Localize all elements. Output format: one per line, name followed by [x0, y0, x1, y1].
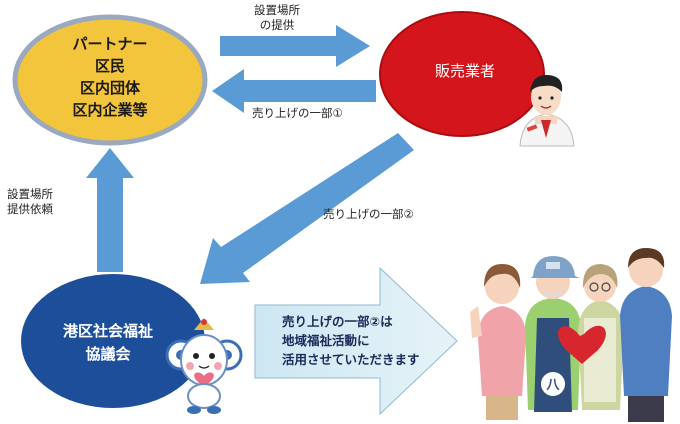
flow-label-profit-part1: 売り上げの一部①: [252, 106, 343, 120]
seller-node: [379, 11, 545, 137]
flow-label-line: 設置場所: [7, 187, 53, 201]
seller-label: 販売業者: [434, 62, 495, 80]
partner-node: [12, 14, 208, 146]
council-mascot-illustration: [165, 318, 243, 414]
big-arrow-line: 活用させていただきます: [282, 352, 420, 367]
arrow-profit-part2: [200, 133, 414, 284]
flow-label-profit-part2: 売り上げの一部②: [323, 207, 414, 221]
council-line: 港区社会福祉: [62, 322, 153, 340]
arrow-location-request: [86, 148, 134, 272]
flow-label-location-request: 設置場所 提供依頼: [7, 187, 53, 217]
flow-label-location-provision: 設置場所 の提供: [254, 3, 300, 33]
big-arrow-line: 地域福祉活動に: [282, 333, 370, 348]
flow-label-line: の提供: [259, 18, 295, 32]
svg-text:八: 八: [545, 378, 560, 393]
council-node: [21, 274, 205, 408]
community-people-illustration: 八: [470, 248, 672, 422]
partner-line: 区内団体: [79, 79, 140, 97]
big-arrow: [254, 266, 458, 416]
person-woman: [470, 264, 526, 420]
flow-label-line: 設置場所: [254, 3, 300, 17]
big-arrow-text: 売り上げの一部②は 地域福祉活動に 活用させていただきます: [282, 312, 432, 369]
arrow-profit-part1: [212, 69, 376, 113]
council-line: 協議会: [85, 345, 131, 363]
partner-line: 区民: [94, 57, 125, 75]
arrow-location-provision: [220, 25, 370, 67]
salesperson-illustration: [519, 74, 575, 147]
heart-icon: [558, 325, 606, 364]
flow-label-line: 提供依頼: [7, 202, 53, 216]
person-man: [620, 248, 672, 422]
partner-label: パートナー 区民 区内団体 区内企業等: [20, 33, 200, 121]
partner-line: パートナー: [72, 35, 148, 53]
partner-line: 区内企業等: [72, 101, 148, 119]
big-arrow-line: 売り上げの一部②は: [282, 314, 393, 329]
council-label: 港区社会福祉 協議会: [38, 320, 178, 366]
